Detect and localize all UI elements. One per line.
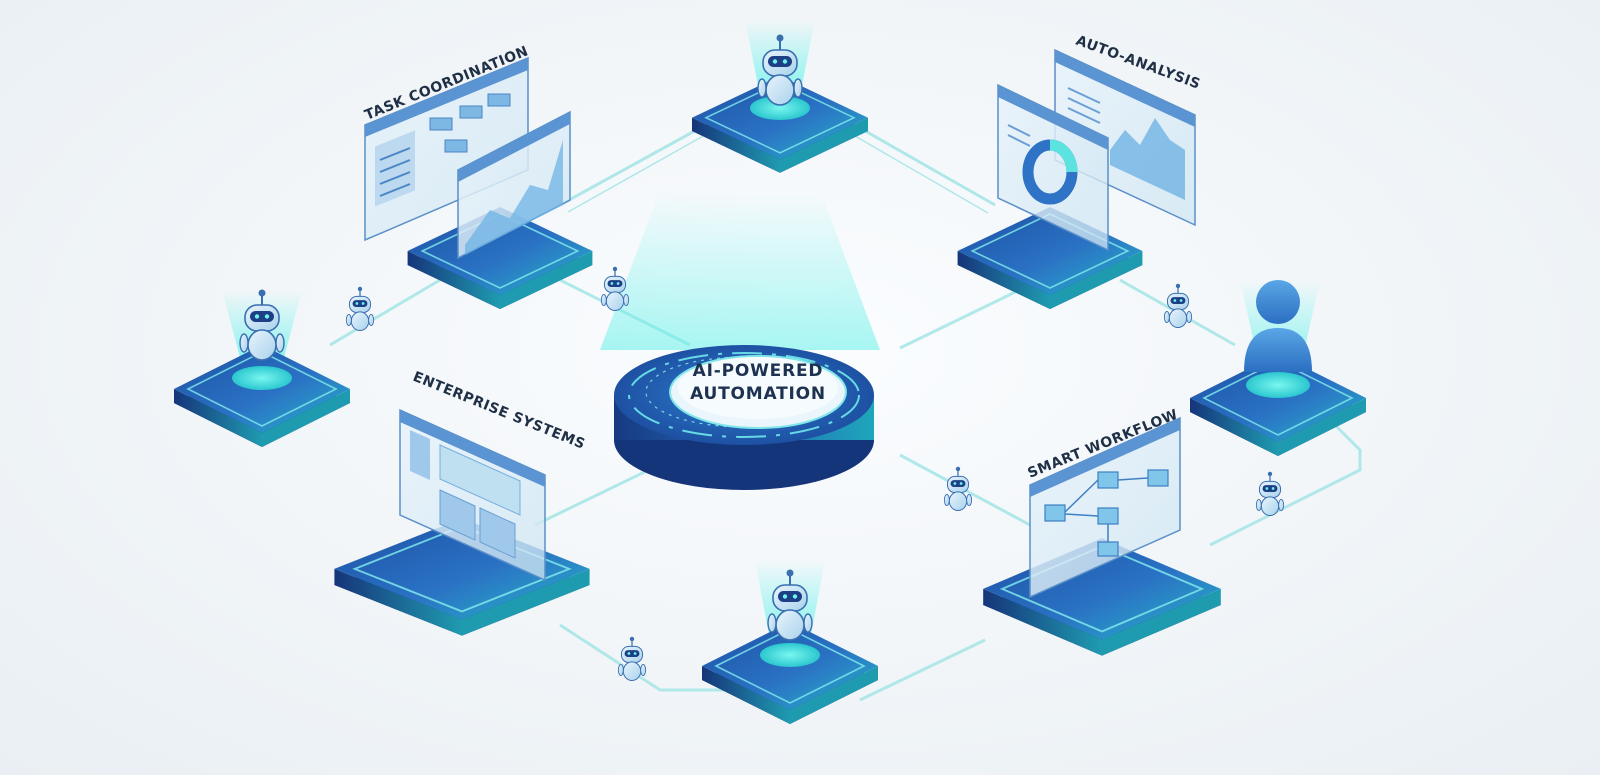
robot-icon: [600, 266, 630, 312]
platform-top-robot: [691, 20, 869, 174]
hub-light-beam: [600, 190, 880, 350]
dashboard-panel-icon: [364, 56, 529, 242]
robot-icon: [943, 466, 973, 512]
robot-icon: [345, 286, 375, 332]
platform-right-user: [1189, 280, 1367, 457]
flowchart-icon: [1029, 416, 1181, 599]
robot-icon: [1163, 283, 1193, 329]
dashboard-panel-icon: [399, 408, 546, 582]
hub-title-line2: AUTOMATION: [690, 384, 826, 404]
central-hub: AI-POWERED AUTOMATION: [600, 190, 880, 490]
donut-chart-icon: [997, 83, 1109, 252]
platform-auto-analysis: AUTO-ANALYSIS: [956, 33, 1203, 310]
area-chart-icon: [1054, 48, 1196, 227]
platform-enterprise-systems: ENTERPRISE SYSTEMS: [333, 369, 591, 637]
platform-left-robot: [173, 288, 351, 448]
hub-title-line1: AI-POWERED: [693, 361, 824, 381]
area-chart-icon: [457, 110, 571, 260]
robot-icon: [617, 636, 647, 682]
robot-icon: [1255, 471, 1285, 517]
platform-bottom-robot: [701, 560, 879, 725]
user-icon: [1244, 280, 1312, 372]
platform-task-coordination: TASK COORDINATION: [363, 43, 594, 310]
platform-smart-workflow: SMART WORKFLOW: [982, 407, 1222, 657]
